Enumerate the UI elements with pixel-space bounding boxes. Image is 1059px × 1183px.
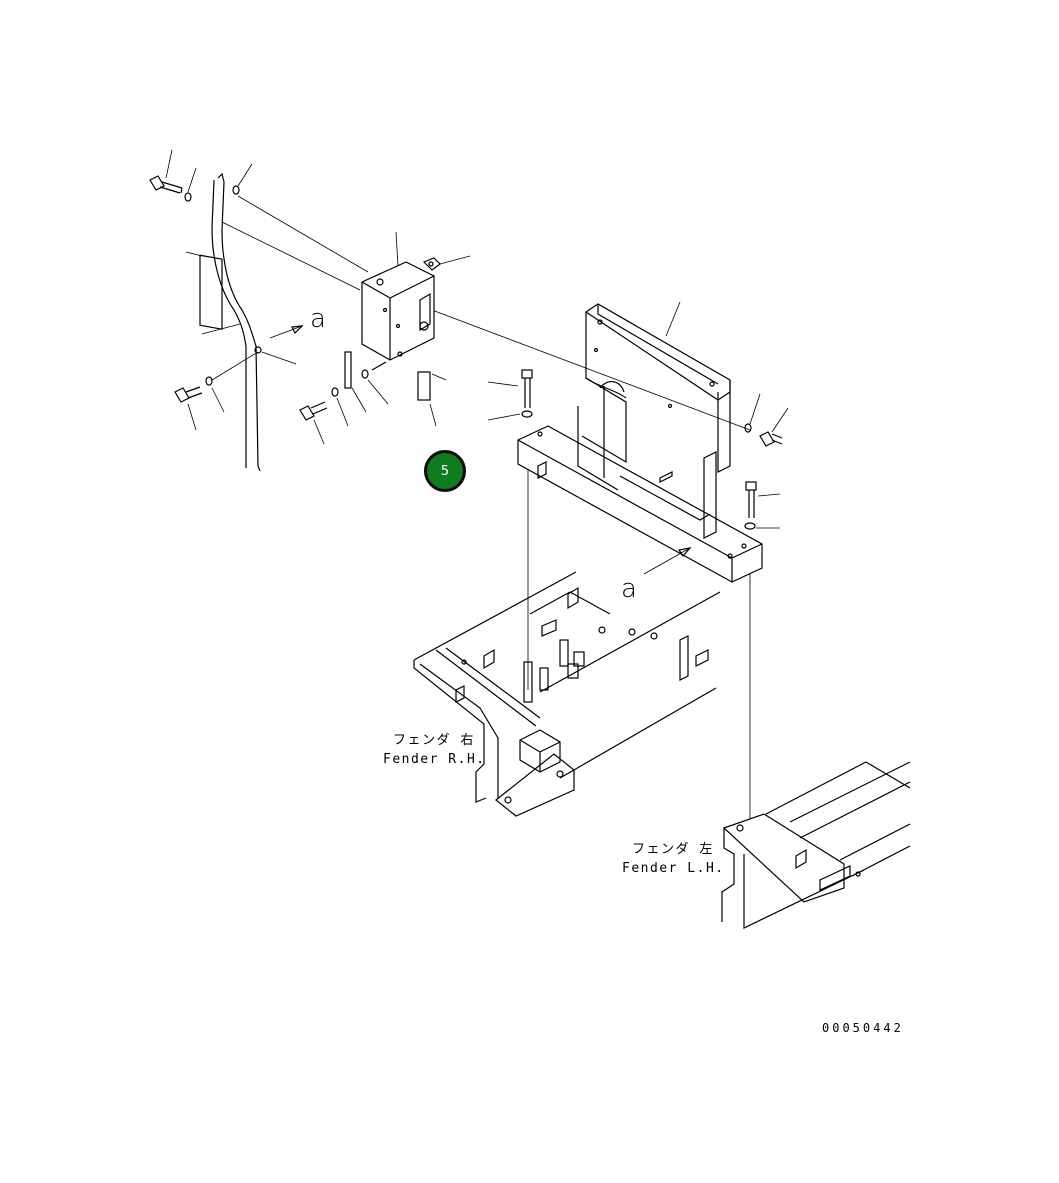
middle-bolt-set xyxy=(299,351,447,445)
assembly-reference-lines xyxy=(221,195,751,820)
fender-lh-label-jp: フェンダ 左 xyxy=(632,842,714,857)
bracket-rod xyxy=(185,172,297,472)
drawing-number: 00050442 xyxy=(822,1021,904,1035)
right-fasteners xyxy=(487,369,789,530)
upper-left-fasteners xyxy=(149,149,253,202)
fender-rh xyxy=(413,571,721,817)
fender-rh-label-jp: フェンダ 右 xyxy=(393,733,475,748)
fender-lh-label: フェンダ 左 Fender L.H. xyxy=(622,840,725,878)
view-marker-a-upper: a xyxy=(310,304,326,334)
view-marker-a-lower: a xyxy=(621,574,637,604)
left-bolt-washer xyxy=(174,351,259,431)
view-arrows xyxy=(269,325,692,575)
fender-rh-label: フェンダ 右 Fender R.H. xyxy=(383,731,486,769)
fender-lh-label-en: Fender L.H. xyxy=(622,861,725,876)
control-box xyxy=(361,231,471,361)
frame-panel xyxy=(517,301,763,583)
part-callout-badge[interactable]: 5 xyxy=(424,450,466,492)
part-callout-number: 5 xyxy=(440,463,450,479)
fender-rh-label-en: Fender R.H. xyxy=(383,752,486,767)
fender-lh xyxy=(721,761,911,929)
